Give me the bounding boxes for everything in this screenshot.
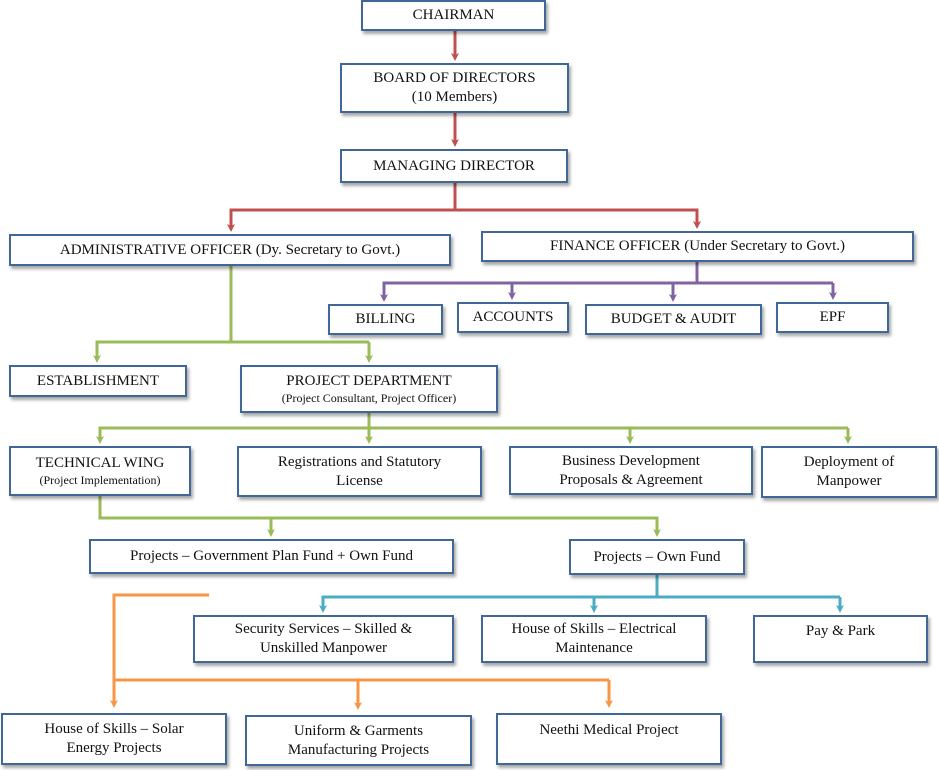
billing-box: BILLING: [328, 304, 443, 335]
connector-security: [319, 595, 840, 613]
finance-label: FINANCE OFFICER (Under Secretary to Govt…: [550, 238, 845, 254]
own-fund-box: Projects – Own Fund: [569, 539, 745, 575]
managing-director-box: MANAGING DIRECTOR: [340, 149, 568, 183]
security-line1: Security Services – Skilled &: [234, 621, 413, 637]
finance-officer-box: FINANCE OFFICER (Under Secretary to Govt…: [481, 231, 914, 262]
technical-sublabel: (Project Implementation): [39, 473, 161, 487]
connector-billing: [380, 281, 833, 302]
connector-technical-bus: [98, 496, 661, 537]
connector-establishment: [93, 340, 369, 363]
electrical-line1: House of Skills – Electrical: [511, 621, 677, 637]
chairman-box: CHAIRMAN: [361, 0, 546, 31]
connector-technical: [96, 426, 848, 444]
solar-line1: House of Skills – Solar: [44, 721, 184, 737]
connector-solar: [110, 678, 609, 708]
budget-audit-box: BUDGET & AUDIT: [585, 304, 762, 335]
uniform-line2: Manufacturing Projects: [287, 741, 430, 758]
pay-park-box: Pay & Park: [753, 615, 928, 663]
security-line2: Unskilled Manpower: [259, 640, 388, 656]
security-services-box: Security Services – Skilled & Unskilled …: [193, 615, 454, 663]
neethi-medical-box: Neethi Medical Project: [496, 713, 722, 765]
electrical-line2: Maintenance: [555, 640, 633, 656]
epf-box: EPF: [776, 302, 889, 333]
registrations-line1: Registrations and Statutory: [277, 453, 442, 470]
connector-md-finance: [455, 208, 701, 229]
md-label: MANAGING DIRECTOR: [373, 157, 535, 174]
solar-energy-box: House of Skills – Solar Energy Projects: [1, 713, 227, 765]
project-department-box: PROJECT DEPARTMENT (Project Consultant, …: [240, 365, 498, 413]
uniform-garments-box: Uniform & Garments Manufacturing Project…: [245, 715, 472, 766]
business-line2: Proposals & Agreement: [559, 471, 703, 488]
deployment-line2: Manpower: [816, 473, 882, 489]
gov-fund-label: Projects – Government Plan Fund + Own Fu…: [129, 548, 414, 564]
epf-label: EPF: [819, 309, 846, 325]
business-development-box: Business Development Proposals & Agreeme…: [509, 446, 753, 495]
board-sublabel: (10 Members): [411, 89, 498, 105]
paypark-label: Pay & Park: [805, 623, 876, 639]
board-label: BOARD OF DIRECTORS: [373, 70, 536, 86]
business-line1: Business Development: [562, 452, 700, 469]
technical-label: TECHNICAL WING: [35, 455, 165, 471]
admin-label: ADMINISTRATIVE OFFICER (Dy. Secretary to…: [59, 241, 401, 258]
electrical-maintenance-box: House of Skills – Electrical Maintenance: [481, 615, 707, 663]
budget-label: BUDGET & AUDIT: [610, 311, 737, 327]
connector-gov-bus: [112, 593, 209, 680]
technical-wing-box: TECHNICAL WING (Project Implementation): [9, 446, 191, 496]
solar-line2: Energy Projects: [66, 740, 162, 756]
establishment-label: ESTABLISHMENT: [36, 372, 160, 389]
uniform-line1: Uniform & Garments: [293, 722, 424, 739]
board-of-directors-box: BOARD OF DIRECTORS (10 Members): [340, 63, 569, 113]
accounts-label: ACCOUNTS: [472, 309, 554, 325]
billing-label: BILLING: [355, 311, 416, 327]
registrations-box: Registrations and Statutory License: [237, 446, 482, 497]
deployment-line1: Deployment of: [803, 454, 895, 470]
accounts-box: ACCOUNTS: [457, 302, 569, 333]
project-dept-label: PROJECT DEPARTMENT: [286, 373, 452, 389]
establishment-box: ESTABLISHMENT: [9, 365, 187, 397]
registrations-line2: License: [336, 472, 383, 489]
connector-md-admin: [227, 183, 457, 232]
chairman-label: CHAIRMAN: [412, 7, 495, 23]
project-dept-sublabel: (Project Consultant, Project Officer): [281, 391, 457, 405]
deployment-box: Deployment of Manpower: [761, 446, 937, 498]
neethi-label: Neethi Medical Project: [539, 722, 679, 738]
gov-plan-fund-box: Projects – Government Plan Fund + Own Fu…: [89, 539, 454, 574]
administrative-officer-box: ADMINISTRATIVE OFFICER (Dy. Secretary to…: [9, 234, 451, 266]
own-fund-label: Projects – Own Fund: [593, 548, 721, 565]
